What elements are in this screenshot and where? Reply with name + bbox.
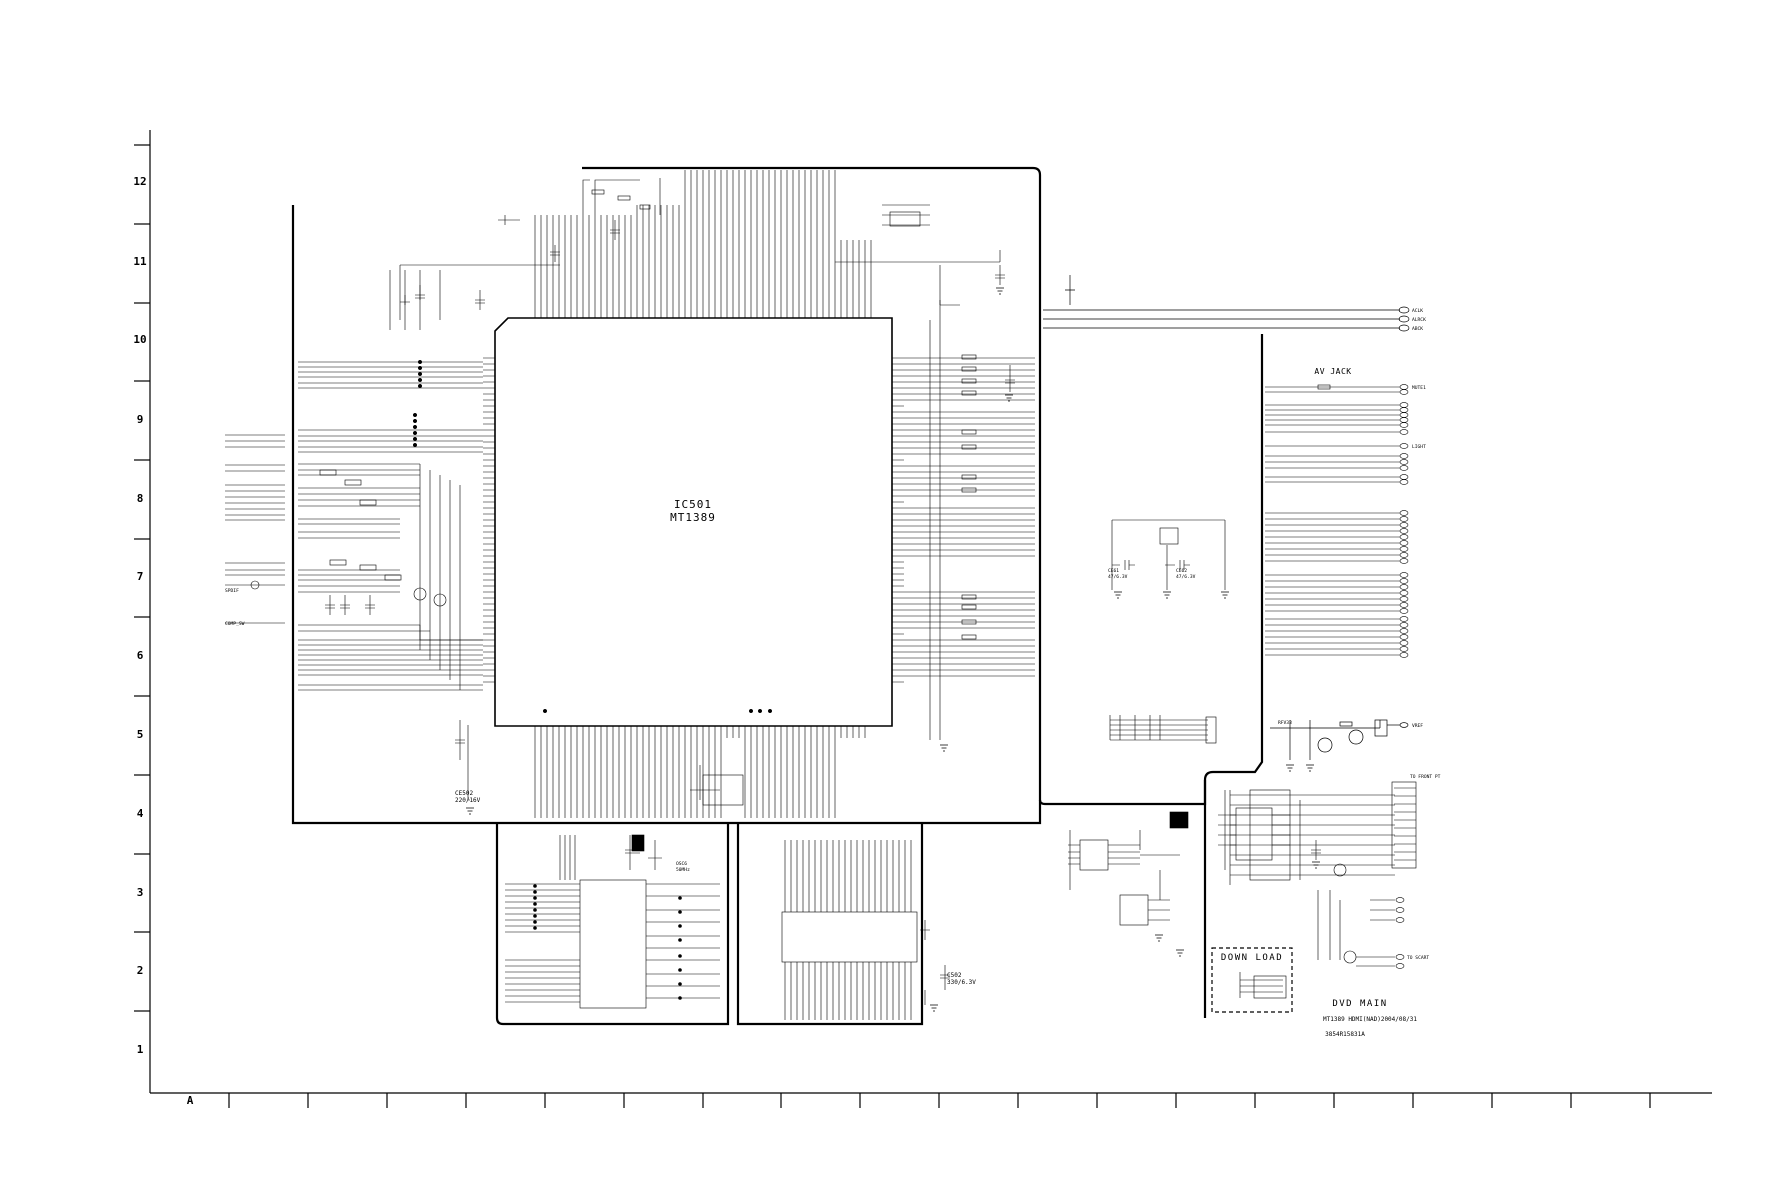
board-outline bbox=[291, 166, 1264, 1026]
ic-part-number: MT1389 bbox=[670, 511, 716, 524]
top-ic-wiring bbox=[498, 170, 1005, 306]
right-ic-wiring bbox=[904, 300, 1035, 740]
ic-reference: IC501 bbox=[674, 498, 712, 511]
main-ic: IC501 MT1389 bbox=[494, 317, 893, 727]
cap-ce502-value: 220/16V bbox=[455, 797, 481, 804]
memory-section bbox=[505, 834, 950, 1020]
av-jack-nets bbox=[1265, 384, 1400, 656]
flash-cap-ref: C502 bbox=[947, 972, 962, 979]
av-jack-title: AV JACK bbox=[1314, 367, 1351, 376]
net-label-comp-sw: COMP_SW bbox=[225, 621, 245, 627]
row-number: 11 bbox=[133, 255, 147, 268]
title-block: DVD MAIN MT1389 HDMI(NAD)2004/08/31 3854… bbox=[1323, 999, 1417, 1038]
row-number: 7 bbox=[137, 570, 144, 583]
ic-pins-top bbox=[534, 306, 872, 318]
left-component-cluster bbox=[319, 264, 560, 615]
to-front-title: TO FRONT PT bbox=[1410, 774, 1441, 780]
av-jack-terminals bbox=[1399, 384, 1409, 658]
switch-ic-block bbox=[1218, 790, 1290, 870]
ic-pins-right bbox=[892, 357, 904, 683]
audio-clock-lines bbox=[1043, 275, 1410, 332]
download-title: DOWN LOAD bbox=[1221, 953, 1283, 963]
net-label-rfv33: RFV33 bbox=[1278, 720, 1292, 726]
cap-ce502-ref: CE502 bbox=[455, 790, 473, 797]
vref-transistors bbox=[1270, 719, 1409, 760]
net-label-vref: VREF bbox=[1412, 723, 1423, 729]
flash-cap-value: 330/6.3V bbox=[947, 979, 976, 986]
net-label-abck: ABCK bbox=[1412, 326, 1423, 332]
net-label-aclk: ACLK bbox=[1412, 308, 1423, 314]
aux-ic-block bbox=[1068, 811, 1189, 926]
ground-symbols bbox=[466, 287, 1320, 1012]
to-scart-label: TO SCART bbox=[1407, 955, 1429, 961]
net-label-mute1: MUTE1 bbox=[1412, 385, 1426, 391]
row-number: 10 bbox=[133, 333, 146, 346]
sheet-frame bbox=[134, 130, 1712, 1108]
ic-pins-bottom bbox=[534, 726, 866, 738]
memory-pin-dots bbox=[533, 884, 682, 1000]
column-letter: A bbox=[187, 1094, 194, 1107]
model-date-line: MT1389 HDMI(NAD)2004/08/31 bbox=[1323, 1016, 1417, 1023]
download-section: DOWN LOAD bbox=[1211, 947, 1293, 1013]
board-title: DVD MAIN bbox=[1332, 999, 1387, 1009]
row-number: 3 bbox=[137, 886, 144, 899]
cap-ce62-ref: CE62 bbox=[1176, 568, 1187, 574]
osc-ref: OSC6 bbox=[676, 861, 687, 867]
drawing-number: 3854R15831A bbox=[1325, 1031, 1365, 1038]
net-label-spdif-left: SPDIF bbox=[225, 588, 239, 594]
row-number: 9 bbox=[137, 413, 144, 426]
cap-ce62-value: 47/6.3V bbox=[1176, 574, 1196, 580]
net-label-light: LIGHT bbox=[1412, 444, 1426, 450]
front-panel-connector bbox=[1229, 781, 1417, 969]
power-connector bbox=[1109, 715, 1217, 744]
row-numbers: 12 11 10 9 8 7 6 5 4 3 2 1 A bbox=[133, 175, 193, 1107]
bottom-ic-fanout bbox=[455, 720, 836, 818]
ic-pins-left bbox=[483, 357, 495, 683]
row-number: 1 bbox=[137, 1043, 144, 1056]
row-number: 4 bbox=[137, 807, 144, 820]
net-label-alrck: ALRCK bbox=[1412, 317, 1426, 323]
cap-ce61-ref: CE61 bbox=[1108, 568, 1119, 574]
left-resistor-array bbox=[412, 359, 773, 714]
power-decoupling bbox=[1111, 519, 1226, 590]
left-signal-bus bbox=[298, 361, 483, 691]
cap-ce61-value: 47/6.3V bbox=[1108, 574, 1128, 580]
osc-value: 50MHz bbox=[676, 867, 690, 873]
row-number: 2 bbox=[137, 964, 144, 977]
row-number: 12 bbox=[133, 175, 146, 188]
left-connector bbox=[225, 434, 285, 624]
row-number: 8 bbox=[137, 492, 144, 505]
row-number: 6 bbox=[137, 649, 144, 662]
row-number: 5 bbox=[137, 728, 144, 741]
